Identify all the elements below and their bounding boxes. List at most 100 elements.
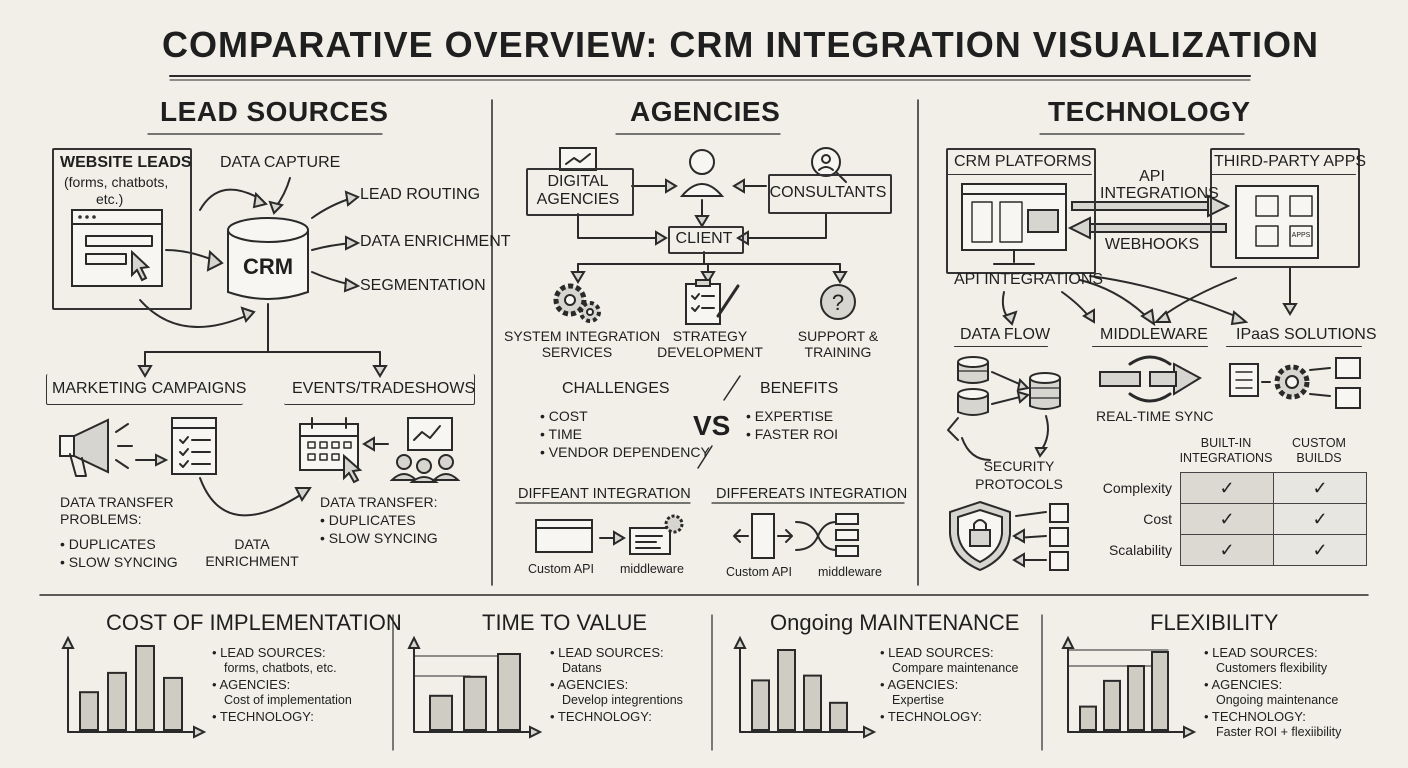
chart-bar bbox=[107, 671, 127, 732]
table-cell: ✓ bbox=[1273, 534, 1367, 566]
table-cell: ✓ bbox=[1180, 472, 1274, 504]
table-col2-line1: CUSTOM bbox=[1292, 436, 1346, 450]
service-label-1: STRATEGY bbox=[672, 328, 748, 344]
security-label-2: PROTOCOLS bbox=[975, 476, 1063, 492]
bottom-list-maintenance: • LEAD SOURCES: Compare maintenance • AG… bbox=[880, 645, 1018, 725]
list-item: • LEAD SOURCES: bbox=[212, 645, 326, 660]
table-cell: ✓ bbox=[1273, 503, 1367, 535]
api-integrations-top-2: INTEGRATIONS bbox=[1100, 185, 1219, 202]
integration-left-title: DIFFEANT INTEGRATION bbox=[518, 486, 691, 502]
bottom-title-cost: COST OF IMPLEMENTATION bbox=[106, 610, 402, 635]
enrichment-label-1: DATA bbox=[234, 536, 270, 552]
heading-agencies: AGENCIES bbox=[630, 96, 781, 127]
crm-label: CRM bbox=[243, 254, 294, 279]
digital-agencies-box bbox=[526, 168, 634, 216]
table-cell: ✓ bbox=[1180, 534, 1274, 566]
list-item: • TECHNOLOGY: bbox=[550, 708, 652, 724]
middleware-label: middleware bbox=[818, 565, 882, 579]
benefits-title: BENEFITS bbox=[760, 380, 839, 397]
table-col2-line2: BUILDS bbox=[1296, 451, 1342, 465]
list-item: • TECHNOLOGY: bbox=[880, 708, 982, 724]
data-flow-label: DATA FLOW bbox=[960, 326, 1051, 343]
list-item-sub: Expertise bbox=[892, 693, 945, 708]
chart-bar bbox=[803, 674, 822, 731]
chart-bar bbox=[463, 675, 487, 731]
events-tradeshows-frame bbox=[284, 374, 475, 405]
integration-right-title: DIFFEREATS INTEGRATION bbox=[716, 486, 908, 502]
service-label-2: TRAINING bbox=[804, 344, 872, 360]
website-leads-label: WEBSITE LEADS bbox=[60, 154, 192, 171]
table-col1-line2: INTEGRATIONS bbox=[1179, 451, 1273, 465]
list-item-sub: Faster ROI + flexiibility bbox=[1216, 725, 1342, 739]
security-label-1: SECURITY bbox=[983, 458, 1055, 474]
list-item-sub: Develop integrentions bbox=[562, 693, 683, 708]
challenge-item: • COST bbox=[540, 408, 588, 424]
bottom-title-flexibility: FLEXIBILITY bbox=[1150, 610, 1279, 635]
consultants-box bbox=[768, 174, 892, 214]
table-cell: ✓ bbox=[1180, 503, 1274, 535]
table-row-label: Cost bbox=[1143, 511, 1172, 527]
service-label-1: SUPPORT & bbox=[797, 328, 879, 344]
page-title: COMPARATIVE OVERVIEW: CRM INTEGRATION VI… bbox=[162, 24, 1320, 65]
list-item-sub: forms, chatbots, etc. bbox=[224, 661, 337, 676]
chart-bar bbox=[1079, 705, 1097, 731]
list-item: • AGENCIES: bbox=[880, 676, 959, 692]
table-row: ✓ ✓ bbox=[1180, 472, 1367, 504]
transfer-title: DATA TRANSFER: bbox=[320, 494, 438, 510]
bottom-chart-axes bbox=[61, 635, 1197, 739]
bottom-list-time: • LEAD SOURCES: Datans • AGENCIES: Devel… bbox=[550, 645, 683, 725]
table-row-label: Scalability bbox=[1108, 542, 1172, 558]
list-item: • AGENCIES: bbox=[1204, 676, 1283, 692]
events-tradeshows-label: EVENTS/TRADESHOWS bbox=[292, 380, 476, 397]
vs-label: VS bbox=[693, 410, 731, 441]
ipaas-underline bbox=[1226, 346, 1362, 347]
third-party-apps-label: THIRD-PARTY APPS bbox=[1214, 153, 1367, 170]
challenge-item: • VENDOR DEPENDENCY bbox=[540, 444, 710, 460]
api-integrations-top-1: API bbox=[1139, 168, 1165, 185]
table-row-label: Complexity bbox=[1102, 480, 1172, 496]
challenge-item: • TIME bbox=[540, 426, 582, 442]
custom-api-label: Custom API bbox=[726, 565, 792, 579]
api-integrations-label: API INTEGRATIONS bbox=[954, 271, 1104, 288]
enrichment-label-2: ENRICHMENT bbox=[205, 553, 299, 569]
ipaas-title: IPaaS SOLUTIONS bbox=[1236, 326, 1377, 343]
bottom-title-time: TIME TO VALUE bbox=[482, 610, 648, 635]
real-time-sync-label: REAL-TIME SYNC bbox=[1096, 408, 1214, 424]
transfer-item: • SLOW SYNCING bbox=[320, 530, 438, 546]
data-capture-label: DATA CAPTURE bbox=[220, 154, 341, 171]
webhooks-label: WEBHOOKS bbox=[1104, 236, 1200, 253]
problem-item: • DUPLICATES bbox=[60, 536, 156, 552]
bottom-list-flexibility: • LEAD SOURCES: Customers flexibility • … bbox=[1204, 645, 1341, 741]
list-item-sub: Ongoing maintenance bbox=[1216, 693, 1339, 708]
third-party-divider bbox=[1210, 174, 1356, 175]
bottom-title-maintenance: Ongoing MAINTENANCE bbox=[770, 610, 1020, 635]
chart-bar bbox=[777, 649, 796, 731]
challenges-title: CHALLENGES bbox=[562, 380, 670, 397]
heading-lead-sources: LEAD SOURCES bbox=[160, 96, 389, 127]
segmentation-label: SEGMENTATION bbox=[360, 277, 486, 294]
third-party-apps-box bbox=[1210, 148, 1360, 268]
chart-bar bbox=[79, 691, 99, 732]
middleware-title: MIDDLEWARE bbox=[1100, 326, 1208, 343]
problem-item: • SLOW SYNCING bbox=[60, 554, 178, 570]
marketing-campaigns-label: MARKETING CAMPAIGNS bbox=[52, 380, 247, 397]
consultants-label: CONSULTANTS bbox=[769, 184, 887, 201]
chart-bar bbox=[1151, 651, 1169, 731]
list-item: • TECHNOLOGY: bbox=[212, 708, 314, 724]
list-item-sub: Customers flexibility bbox=[1216, 661, 1328, 676]
custom-api-label: Custom API bbox=[528, 562, 594, 576]
chart-bar bbox=[1127, 665, 1145, 731]
bottom-chart-bars bbox=[79, 645, 1169, 732]
chart-bar bbox=[135, 645, 155, 731]
chart-bar bbox=[1103, 679, 1121, 731]
problems-title-2: PROBLEMS: bbox=[60, 511, 142, 527]
middleware-underline bbox=[1092, 346, 1208, 347]
service-label-2: SERVICES bbox=[541, 344, 613, 360]
list-item: • LEAD SOURCES: bbox=[1204, 645, 1318, 660]
list-item-sub: Cost of implementation bbox=[224, 693, 352, 708]
benefit-item: • EXPERTISE bbox=[746, 408, 834, 424]
chart-bar bbox=[163, 676, 183, 731]
website-leads-box bbox=[52, 148, 192, 310]
